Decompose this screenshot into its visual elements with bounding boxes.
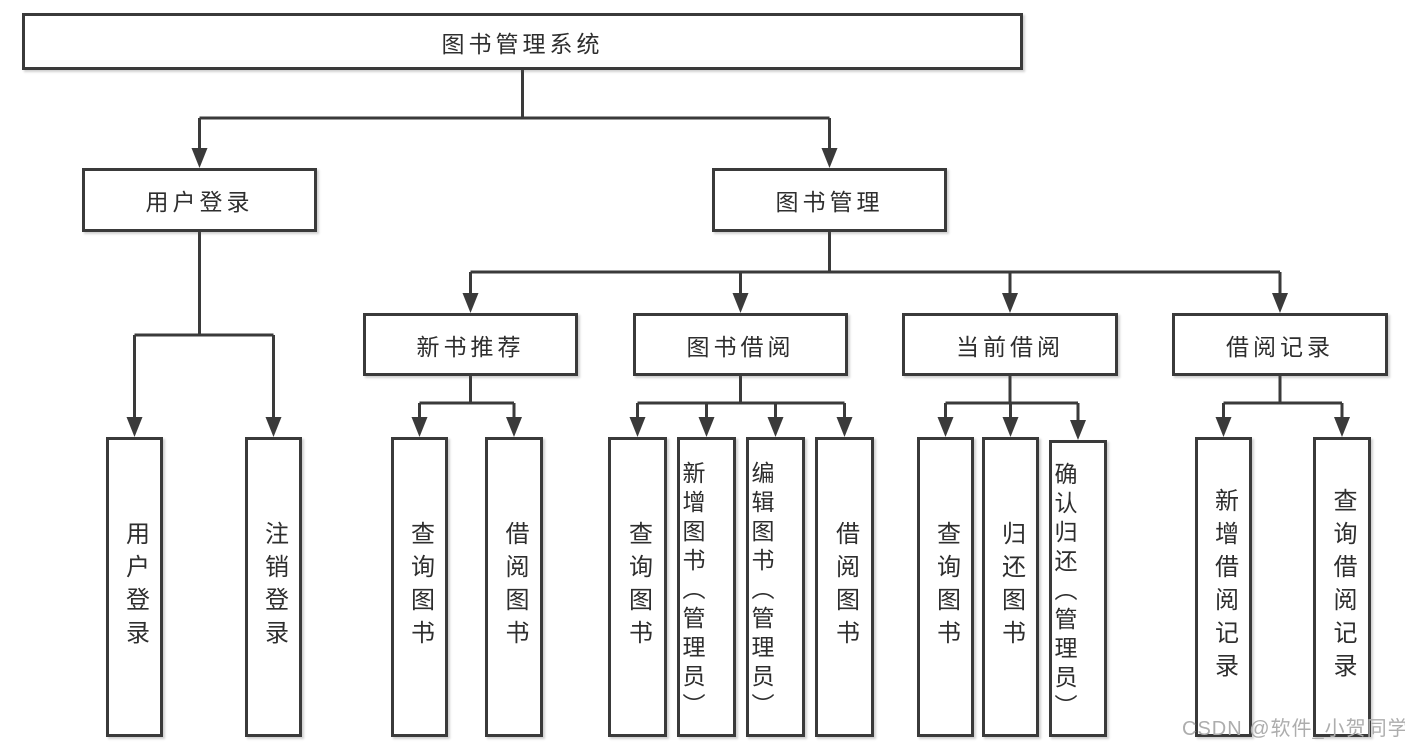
node-leaf-borrow-books: 借阅图书 <box>815 437 874 737</box>
node-user-login-branch-label: 用户登录 <box>145 189 254 215</box>
node-leaf-query-books-recommend: 查询图书 <box>391 437 448 737</box>
node-leaf-add-book-admin: 新增图书（管理员） <box>677 437 736 737</box>
connector-login <box>133 232 275 419</box>
node-leaf-borrow-books-recommend: 借阅图书 <box>485 437 543 737</box>
node-leaf-return-book: 归还图书 <box>982 437 1039 737</box>
connector-recommend <box>418 376 516 419</box>
node-leaf-logout: 注销登录 <box>245 437 302 737</box>
node-leaf-confirm-return-admin: 确认归还（管理员） <box>1049 440 1107 737</box>
node-leaf-confirm-return-admin-label: 确认归还（管理员） <box>1051 462 1077 723</box>
node-book-borrow: 图书借阅 <box>633 313 848 376</box>
node-leaf-query-books-borrow: 查询图书 <box>608 437 667 737</box>
node-borrow-records: 借阅记录 <box>1172 313 1388 376</box>
node-root-label: 图书管理系统 <box>441 30 604 57</box>
connector-mgmt <box>469 232 1282 295</box>
connector-root <box>198 70 831 150</box>
node-book-borrow-label: 图书借阅 <box>686 333 795 360</box>
node-leaf-query-books-borrow-label: 查询图书 <box>624 521 652 653</box>
arrowheads <box>126 148 1350 440</box>
node-leaf-borrow-books-label: 借阅图书 <box>831 521 859 653</box>
connector-borrow <box>636 376 846 419</box>
node-book-management: 图书管理 <box>712 168 947 232</box>
node-leaf-return-book-label: 归还图书 <box>997 521 1025 653</box>
node-borrow-records-label: 借阅记录 <box>1226 333 1334 360</box>
node-leaf-add-borrow-record: 新增借阅记录 <box>1195 437 1252 737</box>
connector-current <box>944 376 1080 422</box>
node-leaf-edit-book-admin-label: 编辑图书（管理员） <box>748 460 774 722</box>
node-leaf-query-borrow-record-label: 查询借阅记录 <box>1329 488 1356 686</box>
connector-records <box>1222 376 1344 419</box>
node-root: 图书管理系统 <box>22 13 1023 70</box>
node-leaf-user-login-label: 用户登录 <box>121 521 149 653</box>
node-leaf-query-borrow-record: 查询借阅记录 <box>1313 437 1371 737</box>
node-current-borrow-label: 当前借阅 <box>956 333 1064 360</box>
node-leaf-query-books-recommend-label: 查询图书 <box>406 521 434 653</box>
node-book-management-label: 图书管理 <box>775 189 884 215</box>
node-leaf-edit-book-admin: 编辑图书（管理员） <box>746 437 805 737</box>
node-new-book-recommend-label: 新书推荐 <box>416 333 525 360</box>
node-current-borrow: 当前借阅 <box>902 313 1118 376</box>
node-leaf-add-book-admin-label: 新增图书（管理员） <box>679 460 705 722</box>
node-leaf-borrow-books-recommend-label: 借阅图书 <box>501 521 528 653</box>
node-leaf-query-books-current-label: 查询图书 <box>932 521 960 653</box>
node-new-book-recommend: 新书推荐 <box>363 313 578 376</box>
node-leaf-query-books-current: 查询图书 <box>917 437 974 737</box>
node-leaf-logout-label: 注销登录 <box>260 521 288 653</box>
node-leaf-user-login: 用户登录 <box>106 437 163 737</box>
csdn-watermark: CSDN @软件_小贺同学 <box>1182 718 1405 740</box>
node-user-login-branch: 用户登录 <box>82 168 317 232</box>
node-leaf-add-borrow-record-label: 新增借阅记录 <box>1210 488 1238 686</box>
